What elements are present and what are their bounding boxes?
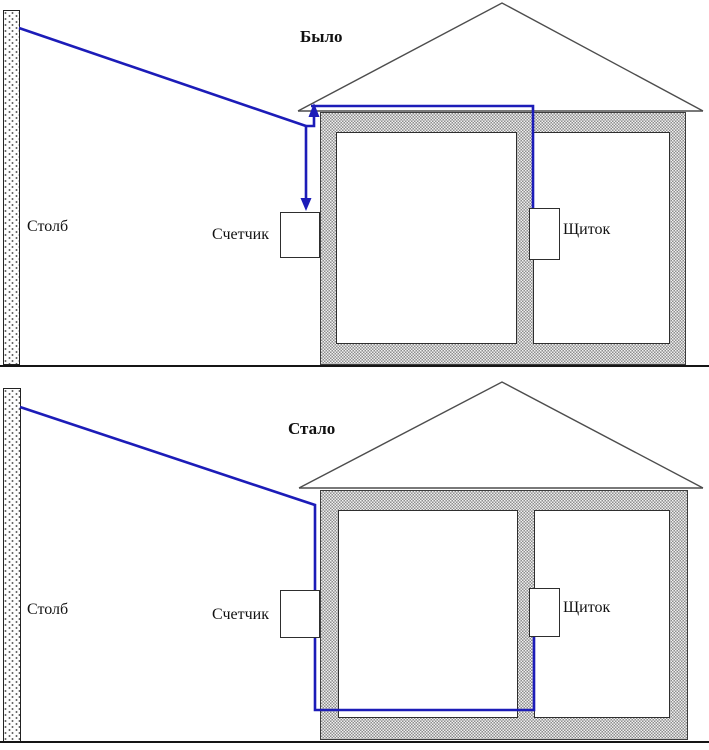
meter-label-after: Счетчик (212, 606, 269, 623)
panel-box-before (529, 208, 560, 260)
diagram-title-before: Было (300, 27, 343, 46)
meter-box-after (280, 590, 320, 638)
diagram-before: Было Столб Счетчик Щиток (0, 2, 709, 367)
meter-label-before: Счетчик (212, 226, 269, 243)
pole-before (3, 10, 20, 365)
panel-box-after (529, 588, 560, 637)
pole-label-before: Столб (27, 218, 69, 235)
diagram-title-after: Стало (288, 419, 336, 438)
box-layer-before (280, 208, 560, 260)
pole-label-after: Столб (27, 601, 69, 618)
panel-label-before: Щиток (563, 221, 611, 238)
box-layer-after (0, 375, 709, 750)
diagram-after: Стало Столб Счетчик Щиток (0, 375, 709, 750)
meter-box-before (280, 212, 320, 258)
panel-label-after: Щиток (563, 599, 611, 616)
